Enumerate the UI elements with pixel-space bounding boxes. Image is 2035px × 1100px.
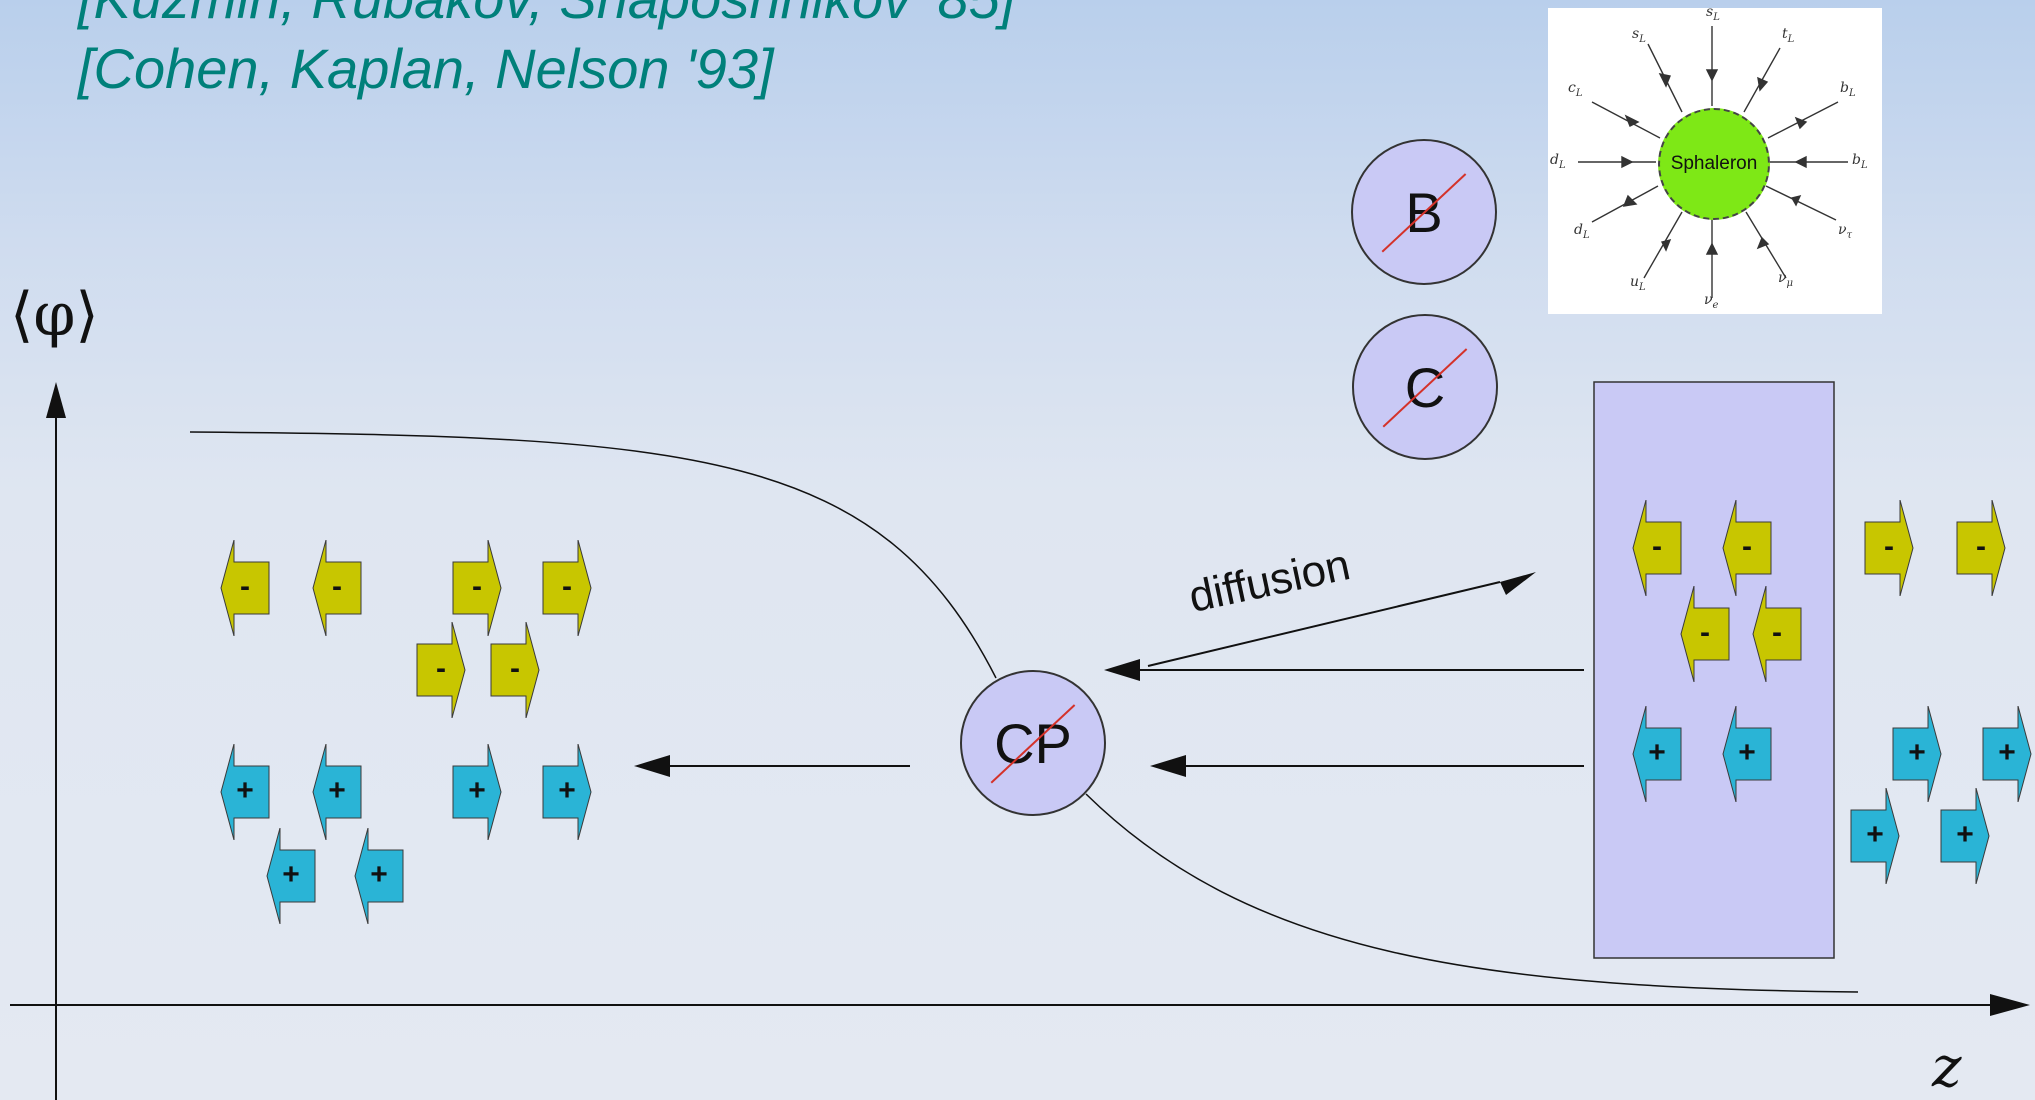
charge-arrow: - [452, 540, 502, 636]
y-axis-label: ⟨φ⟩ [10, 280, 99, 350]
charge-arrow: - [1864, 500, 1914, 596]
left-arrow-shape [1632, 706, 1682, 802]
leg-label: νe [1704, 292, 1719, 311]
charge-arrow: - [1956, 500, 2006, 596]
charge-arrow: + [1982, 706, 2032, 802]
left-arrow-shape [1722, 706, 1772, 802]
charge-arrow: - [416, 622, 466, 718]
charge-arrow: + [1722, 706, 1772, 802]
c-violation-circle: C [1352, 314, 1498, 460]
right-arrow-shape [1940, 788, 1990, 884]
right-arrow-shape [452, 540, 502, 636]
leg-label: uL [1630, 274, 1646, 293]
right-arrow-shape [542, 744, 592, 840]
charge-arrow: + [542, 744, 592, 840]
charge-arrow: + [1940, 788, 1990, 884]
reference-1: [Kuzmin, Rubakov, Shaposhnikov '85] [78, 0, 1015, 34]
diffusion-arrow [1147, 581, 1501, 667]
charge-arrow: + [1632, 706, 1682, 802]
left-arrow-shape [312, 744, 362, 840]
charge-arrow: - [542, 540, 592, 636]
references: [Kuzmin, Rubakov, Shaposhnikov '85] [Coh… [78, 0, 1015, 104]
right-arrow-shape [1864, 500, 1914, 596]
right-arrow-shape [1982, 706, 2032, 802]
leg-label: cL [1568, 80, 1583, 99]
leg-label: bL [1840, 80, 1856, 99]
charge-arrow: - [312, 540, 362, 636]
sphaleron-legs [1578, 26, 1848, 298]
x-axis-label: z [1932, 1035, 1962, 1100]
leg-label: sL [1706, 4, 1720, 23]
charge-arrow: + [452, 744, 502, 840]
charge-arrow: - [1632, 500, 1682, 596]
baryon-violation-circle: B [1351, 139, 1497, 285]
profile-curve-lower [1085, 793, 1859, 993]
reference-2: [Cohen, Kaplan, Nelson '93] [78, 37, 774, 100]
left-arrow-shape [354, 828, 404, 924]
left-arrow-shape [266, 828, 316, 924]
charge-arrow: + [220, 744, 270, 840]
right-arrow-shape [1850, 788, 1900, 884]
right-arrow-shape [416, 622, 466, 718]
charge-arrow: + [1892, 706, 1942, 802]
right-arrow-shape [490, 622, 540, 718]
leg-label: tL [1782, 26, 1795, 45]
profile-curve-upper [189, 431, 997, 679]
right-arrow-shape [542, 540, 592, 636]
leg-label: sL [1632, 26, 1646, 45]
charge-arrow: - [1752, 586, 1802, 682]
sphaleron-core: Sphaleron [1658, 108, 1770, 220]
left-arrow-shape [220, 744, 270, 840]
sphaleron-inset: Sphaleron sL tL bL bL ντ νμ νe uL dL dL … [1548, 4, 1882, 314]
right-arrow-shape [1956, 500, 2006, 596]
x-axis-arrowhead [1990, 994, 2030, 1016]
left-arrow-shape [220, 540, 270, 636]
left-arrow-shape [1680, 586, 1730, 682]
charge-arrow: + [266, 828, 316, 924]
y-axis-arrowhead [46, 382, 66, 418]
charge-arrow: - [490, 622, 540, 718]
leg-label: ντ [1838, 222, 1853, 241]
leg-label: bL [1852, 152, 1868, 171]
right-arrow-shape [1892, 706, 1942, 802]
charge-arrow: + [312, 744, 362, 840]
charge-arrow: - [1680, 586, 1730, 682]
left-arrow-shape [1722, 500, 1772, 596]
charge-arrow: - [1722, 500, 1772, 596]
left-arrow-shape [312, 540, 362, 636]
bubble-wall [1593, 381, 1835, 959]
cp-violation-circle: CP [960, 670, 1106, 816]
charge-arrow: + [354, 828, 404, 924]
charge-arrow: - [220, 540, 270, 636]
leg-label: dL [1550, 152, 1566, 171]
leg-label: νμ [1778, 270, 1794, 289]
left-arrow-shape [1752, 586, 1802, 682]
leg-label: dL [1574, 222, 1590, 241]
right-arrow-shape [452, 744, 502, 840]
charge-arrow: + [1850, 788, 1900, 884]
left-arrow-shape [1632, 500, 1682, 596]
